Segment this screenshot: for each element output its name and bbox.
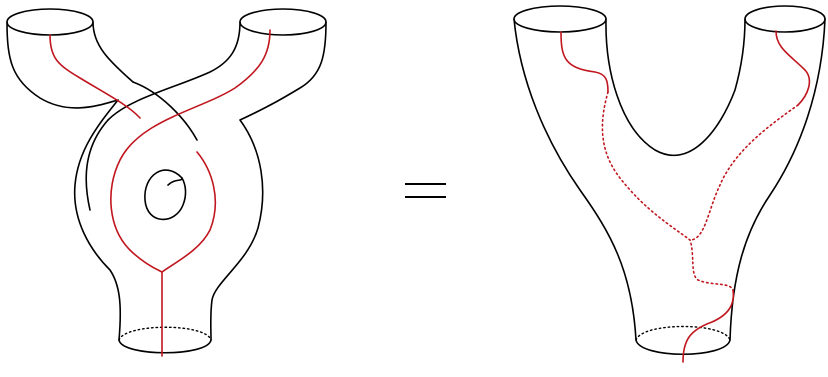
untwisted-pants-panel (513, 5, 826, 363)
left-outer-silhouette-right (209, 21, 327, 341)
right-strand-1-back (601, 91, 734, 291)
right-strands (560, 30, 811, 363)
left-strand-2 (110, 29, 271, 273)
left-loop-hole (144, 169, 187, 221)
left-strand-1 (49, 34, 141, 119)
right-outer-right (729, 18, 826, 341)
left-top-circle-2 (239, 8, 327, 36)
right-top-circle-2 (744, 5, 826, 33)
right-outer-left (513, 18, 637, 341)
left-bottom-circle-front (118, 339, 212, 354)
left-outer-silhouette-left (6, 21, 122, 341)
left-arm2-inner-edge (107, 21, 241, 121)
left-top-circle-1 (6, 8, 94, 36)
right-crotch (605, 18, 746, 157)
left-loop-fold (167, 177, 183, 186)
right-strand-1-front (560, 31, 609, 93)
left-arm1-inner-edge (92, 21, 134, 83)
twisted-pants-panel (6, 8, 327, 357)
right-strand-2-back (689, 104, 799, 241)
right-top-circle-1 (513, 5, 607, 33)
left-strand-3 (161, 151, 217, 273)
left-crossing-band-edge-2 (132, 81, 198, 141)
equals-sign (405, 183, 446, 198)
left-crossing-band-edge (85, 119, 109, 211)
left-strands (49, 29, 271, 357)
left-bottom-circle-back (118, 326, 212, 341)
right-strand-2-front (775, 30, 811, 106)
right-strand-merge-front (682, 289, 735, 363)
right-bottom-circle-back (635, 325, 731, 341)
